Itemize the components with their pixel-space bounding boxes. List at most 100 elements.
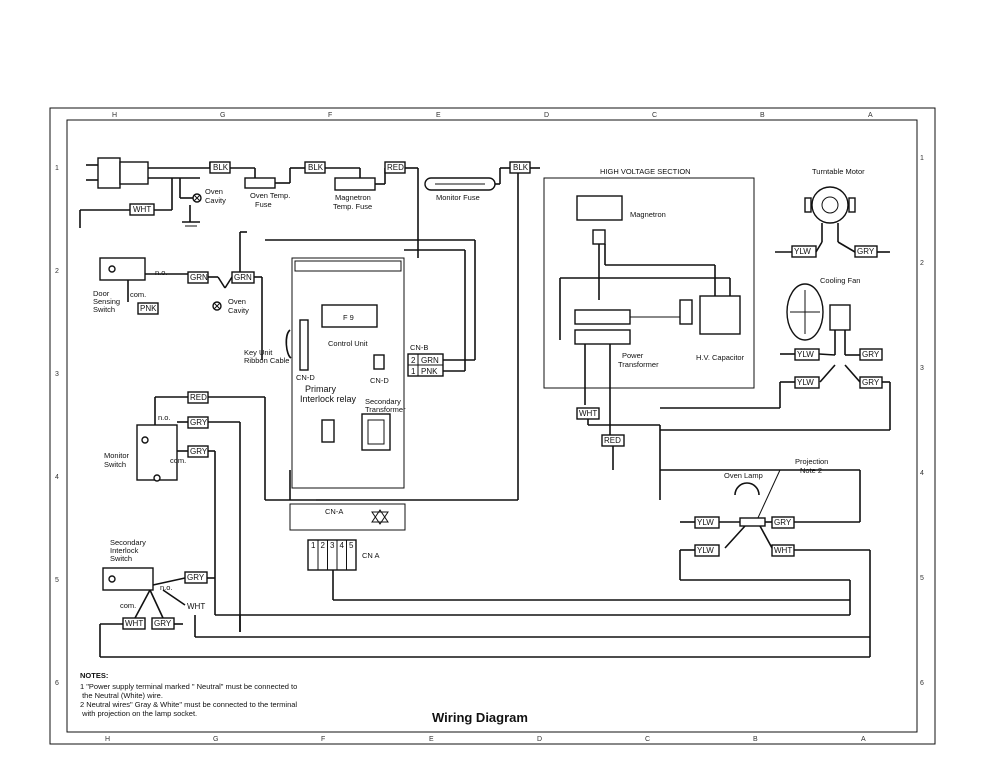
grid-top-C: C bbox=[652, 112, 657, 119]
gry-label-fan-2: GRY bbox=[862, 378, 880, 387]
com-label-1: com. bbox=[130, 290, 146, 299]
cn-b-pin-1: 1 bbox=[411, 367, 416, 376]
cn-d-label-2: CN-D bbox=[296, 373, 315, 382]
svg-text:F 9: F 9 bbox=[343, 313, 354, 322]
gry-label-fan-1: GRY bbox=[862, 350, 880, 359]
oven-temp-fuse bbox=[244, 177, 276, 189]
ylw-label-tt: YLW bbox=[794, 247, 811, 256]
magnetron-temp-fuse bbox=[334, 177, 376, 191]
blk-label-3: BLK bbox=[513, 163, 529, 172]
gry-label-mon-1: GRY bbox=[190, 418, 208, 427]
grid-left-5: 5 bbox=[55, 577, 59, 584]
cn-a-label-2: CN A bbox=[362, 551, 380, 560]
grid-bottom-C: C bbox=[645, 736, 650, 743]
grid-left-6: 6 bbox=[55, 680, 59, 687]
red-label-mon: RED bbox=[190, 393, 207, 402]
com-label-3: com. bbox=[120, 601, 136, 610]
oven-lamp-label: Oven Lamp bbox=[724, 471, 763, 480]
secondary-interlock-switch bbox=[102, 567, 154, 591]
wht-label-lamp: WHT bbox=[774, 546, 792, 555]
cn-a-pin-3: 3 bbox=[330, 541, 335, 550]
cn-b-pin-2: 2 bbox=[411, 356, 416, 365]
pnk-label-1: PNK bbox=[140, 304, 157, 313]
grid-right-4: 4 bbox=[920, 470, 924, 477]
grid-bottom-G: G bbox=[213, 736, 218, 743]
grid-bottom-H: H bbox=[105, 736, 110, 743]
monitor-fuse-label: Monitor Fuse bbox=[436, 193, 480, 202]
gry-label-tt: GRY bbox=[857, 247, 875, 256]
grn-label-1: GRN bbox=[190, 273, 208, 282]
grid-top-D: D bbox=[544, 112, 549, 119]
magnetron-terminal bbox=[592, 229, 606, 245]
wht-label-plug: WHT bbox=[133, 205, 151, 214]
grid-bottom-B: B bbox=[753, 736, 758, 743]
note-line: the Neutral (White) wire. bbox=[80, 691, 163, 700]
notes-text: 1 "Power supply terminal marked " Neutra… bbox=[80, 682, 297, 718]
grid-left-4: 4 bbox=[55, 474, 59, 481]
grid-top-E: E bbox=[436, 112, 441, 119]
oven-temp-fuse-label: Oven Temp.Fuse bbox=[250, 191, 290, 209]
turntable-motor-label: Turntable Motor bbox=[812, 167, 865, 176]
grid-top-B: B bbox=[760, 112, 765, 119]
grid-right-1: 1 bbox=[920, 155, 924, 162]
gry-label-mon-2: GRY bbox=[190, 447, 208, 456]
cn-b-grn: GRN bbox=[421, 356, 439, 365]
notes-heading: NOTES: bbox=[80, 671, 108, 680]
magnetron-body bbox=[576, 195, 623, 221]
wht-label-hv: WHT bbox=[579, 409, 597, 418]
ylw-label-lamp-2: YLW bbox=[697, 546, 714, 555]
cn-d-label-1: CN-D bbox=[370, 376, 389, 385]
magnetron-label: Magnetron bbox=[630, 210, 666, 219]
high-voltage-section bbox=[543, 177, 755, 389]
grid-left-2: 2 bbox=[55, 268, 59, 275]
cn-a-connector bbox=[307, 539, 357, 571]
gry-label-sec-2: GRY bbox=[154, 619, 172, 628]
grid-left-1: 1 bbox=[55, 165, 59, 172]
grn-label-2: GRN bbox=[234, 273, 252, 282]
cooling-fan-label: Cooling Fan bbox=[820, 276, 860, 285]
secondary-transformer bbox=[361, 413, 391, 451]
door-sensing-switch bbox=[99, 257, 146, 281]
ylw-label-fan-1: YLW bbox=[797, 350, 814, 359]
grid-top-A: A bbox=[868, 112, 873, 119]
cn-a-pin-5: 5 bbox=[349, 541, 354, 550]
grid-top-G: G bbox=[220, 112, 225, 119]
grid-top-F: F bbox=[328, 112, 332, 119]
cn-a-outline bbox=[289, 503, 406, 531]
outer-border bbox=[49, 107, 936, 745]
high-voltage-title: HIGH VOLTAGE SECTION bbox=[600, 167, 691, 176]
no-label-1: n.o. bbox=[155, 268, 168, 277]
wht-label-sec-2: WHT bbox=[125, 619, 143, 628]
cn-a-pin-1: 1 bbox=[311, 541, 316, 550]
power-transformer-upper bbox=[574, 309, 631, 325]
red-label-1: RED bbox=[387, 163, 404, 172]
pnk-tag-1 bbox=[137, 302, 159, 315]
power-transformer-lower bbox=[574, 329, 631, 345]
monitor-switch bbox=[136, 424, 178, 481]
ylw-label-fan-2: YLW bbox=[797, 378, 814, 387]
note-line: 1 "Power supply terminal marked " Neutra… bbox=[80, 682, 297, 691]
turntable-motor bbox=[811, 186, 849, 224]
no-label-2: n.o. bbox=[158, 413, 171, 422]
gry-label-sec: GRY bbox=[187, 573, 205, 582]
note-line: 2 Neutral wires" Gray & White" must be c… bbox=[80, 700, 297, 709]
red-label-hv: RED bbox=[604, 436, 621, 445]
cn-a-pin-4: 4 bbox=[340, 541, 345, 550]
hv-capacitor-label: H.V. Capacitor bbox=[696, 353, 745, 362]
grid-bottom-F: F bbox=[321, 736, 325, 743]
note-line: with projection on the lamp socket. bbox=[80, 709, 197, 718]
